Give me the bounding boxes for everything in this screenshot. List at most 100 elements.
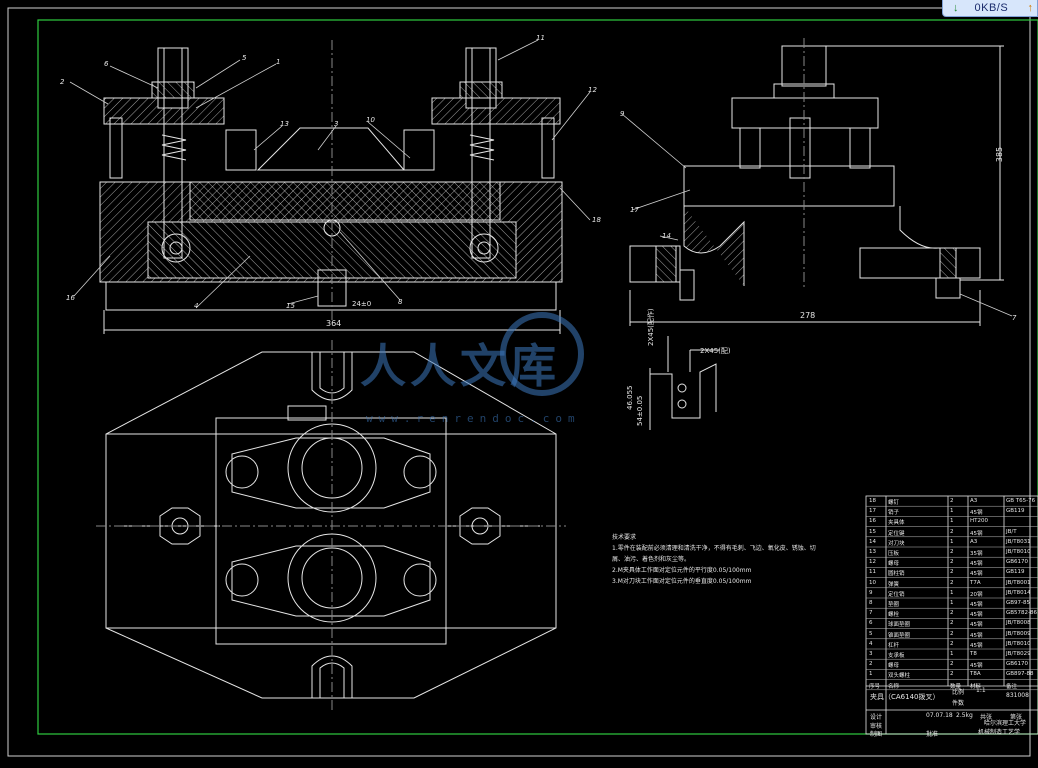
bom-cell: JB/T8010 <box>1006 640 1031 647</box>
bom-cell: 6 <box>869 620 873 627</box>
bom-cell: 45钢 <box>970 632 983 639</box>
bom-cell: 1 <box>950 600 954 606</box>
dim-bottom-small: 24±0 <box>352 300 372 308</box>
bom-cell: 2 <box>950 661 954 668</box>
bom-cell: 球面垫圈 <box>888 622 911 629</box>
bom-cell: 1 <box>950 589 954 596</box>
checker-label: 审核 <box>870 723 883 730</box>
tech-note-line: 1.零件在装配前必须清理和清洗干净，不得有毛刺、飞边、氧化皮、锈蚀、切 <box>612 545 816 552</box>
bom-cell: 4 <box>869 640 873 647</box>
bom-header-cell: 序号 <box>869 683 881 690</box>
bom-cell: 夹具体 <box>888 520 905 527</box>
bom-cell: 5 <box>869 630 873 637</box>
bom-cell: 8 <box>869 600 873 606</box>
sheet-label: 共张 <box>980 714 993 721</box>
bom-header-cell: 数量 <box>950 683 962 690</box>
dim-bracket-2: 2X45(配作) <box>647 308 655 346</box>
bom-cell: 锥面垫圈 <box>888 632 911 639</box>
bom-cell: 螺栓 <box>888 612 900 619</box>
bom-cell: 14 <box>869 538 876 545</box>
bom-cell: 45钢 <box>970 602 983 608</box>
tech-notes: 技术要求 1.零件在装配前必须清理和清洗干净，不得有毛刺、飞边、氧化皮、锈蚀、切… <box>612 532 862 587</box>
scale-label: 比例 <box>952 689 965 696</box>
dim-side-height: 385 <box>995 146 1005 163</box>
design-date: 07.07.18 <box>926 712 953 719</box>
dim-front-width: 364 <box>326 319 342 328</box>
bom-cell: T8 <box>970 651 977 657</box>
bom-cell: 18 <box>869 498 876 504</box>
bom-cell: GB T65-76 <box>1006 498 1036 504</box>
top-view[interactable] <box>96 340 566 712</box>
bom-cell: GB6170 <box>1006 661 1029 668</box>
bom-cell: 11 <box>869 569 876 576</box>
bom-cell: T8A <box>970 671 981 678</box>
bom-cell: 9 <box>869 589 873 596</box>
bom-cell: JB/T8031 <box>1006 538 1031 545</box>
bom-cell: GB97-85 <box>1006 600 1031 606</box>
bom-cell: 15 <box>869 528 876 535</box>
bom-cell: 定位销 <box>888 591 905 598</box>
front-view[interactable] <box>99 40 563 334</box>
bom-cell: 定位键 <box>888 530 905 537</box>
bom-cell: 13 <box>869 549 876 555</box>
sheet-inner-border <box>37 19 1038 735</box>
bom-cell: GB897-88 <box>1006 671 1034 678</box>
bom-cell: 35钢 <box>970 551 983 557</box>
bom-cell: 螺母 <box>888 663 900 670</box>
tech-note-line: 屑、油污、着色剂和灰尘等。 <box>612 556 691 563</box>
bom-cell: 弹簧 <box>888 581 900 588</box>
bom-cell: 1 <box>950 508 954 515</box>
bom-cell: 12 <box>869 559 876 566</box>
bom-cell: 杠杆 <box>888 642 900 649</box>
bom-header-cell: 名称 <box>888 683 900 690</box>
bom-cell: 2 <box>950 528 954 535</box>
bom-cell: 支承板 <box>888 653 905 659</box>
bom-cell: 45钢 <box>970 571 983 578</box>
upload-arrow-icon: ↑ <box>1027 2 1034 14</box>
bom-cell: 45钢 <box>970 561 983 568</box>
bom-cell: 2 <box>950 620 954 627</box>
sheet-outer-border <box>7 7 1031 757</box>
bom-cell: 45钢 <box>970 530 983 537</box>
bom-cell: GB5782-86 <box>1006 610 1038 617</box>
network-speed-widget[interactable]: ↓ 0KB/S ↑ <box>942 0 1038 17</box>
bom-cell: JB/T <box>1006 528 1017 535</box>
bom-cell: 1 <box>950 538 954 545</box>
bom-cell: A3 <box>970 498 978 504</box>
bom-cell: 对刀块 <box>888 540 905 547</box>
bom-cell: 2 <box>950 610 954 617</box>
bom-cell: T7A <box>970 579 981 586</box>
bom-cell: 7 <box>869 610 873 617</box>
bom-cell: 17 <box>869 508 876 515</box>
bom-cell: 2 <box>869 661 873 668</box>
bom-cell: 圆柱销 <box>888 571 905 578</box>
qty-label: 件数 <box>952 700 965 707</box>
maker-label: 制图 <box>870 731 883 738</box>
bom-cell: 2 <box>950 559 954 566</box>
bom-cell: 1 <box>950 518 954 525</box>
dim-bracket-1: 2X45(配) <box>700 347 731 355</box>
bom-cell: 45钢 <box>970 510 983 517</box>
school-name: 哈尔滨理工大学 <box>984 720 1027 727</box>
bom-cell: 双头螺柱 <box>888 673 911 680</box>
detail-bracket-view[interactable] <box>649 336 720 430</box>
bom-cell: 45钢 <box>970 663 983 670</box>
bom-cell: GB6170 <box>1006 559 1029 566</box>
tech-note-line: 2.M夹具体工作面对定位元件的平行度0.05/100mm <box>612 567 752 574</box>
drawing-name: 夹具（CA6140拨叉） <box>870 693 940 701</box>
dim-bracket-3: 46.055 <box>626 385 634 411</box>
title-block: 夹具（CA6140拨叉） 比例 1:1 件数 831008 设计 07.07.1… <box>866 686 1038 738</box>
tech-notes-title: 技术要求 <box>612 534 637 541</box>
bom-cell: JB/T8014 <box>1006 589 1031 596</box>
bom-cell: 2 <box>950 569 954 576</box>
bom-cell: 1 <box>950 651 954 657</box>
sheet-label-2: 第张 <box>1010 714 1023 721</box>
bom-cell: 2 <box>950 579 954 586</box>
bom-cell: 2 <box>950 640 954 647</box>
bom-cell: 2 <box>950 671 954 678</box>
bom-cell: 压板 <box>888 551 900 557</box>
side-view[interactable] <box>629 38 1004 326</box>
